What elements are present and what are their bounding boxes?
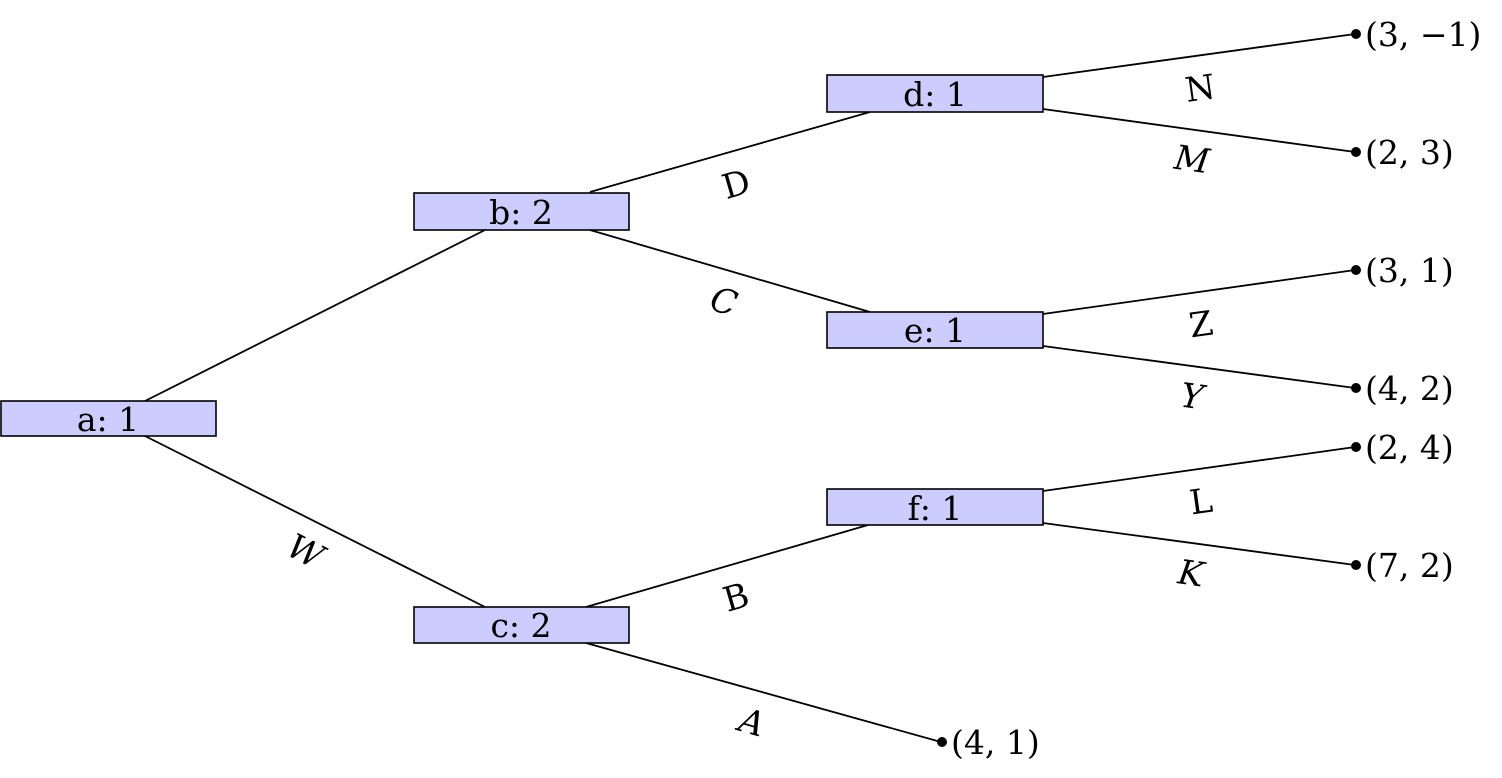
edge-b-d — [589, 111, 871, 193]
edge-label-a: A — [732, 700, 770, 746]
payoff-label: (7, 2) — [1365, 546, 1454, 585]
edge-c-leaf — [585, 642, 942, 743]
payoff-label: (2, 3) — [1365, 133, 1454, 172]
terminal-dot — [1351, 560, 1361, 570]
edge-label-c: C — [706, 279, 742, 325]
payoff-e-y: (4, 2) — [1351, 369, 1454, 408]
edge-label-k: K — [1175, 552, 1209, 596]
payoff-d-n: (3, −1) — [1351, 15, 1481, 54]
terminal-dot — [1351, 383, 1361, 393]
payoff-label: (4, 2) — [1365, 369, 1454, 408]
edge-label-n: N — [1183, 67, 1218, 111]
payoff-label: (3, −1) — [1365, 15, 1481, 54]
node-e-box — [826, 311, 1044, 349]
edge-f-leaf-l — [1042, 446, 1356, 492]
payoff-e-z: (3, 1) — [1351, 251, 1454, 290]
edge-c-f — [585, 524, 869, 608]
node-d-label: d: 1 — [903, 75, 967, 114]
payoff-f-k: (7, 2) — [1351, 546, 1454, 585]
node-b-box — [413, 192, 630, 231]
node-f: f: 1 — [826, 488, 1044, 528]
edge-label-y: Y — [1178, 376, 1209, 419]
edge-label-w: W — [280, 526, 332, 579]
terminal-dot — [1351, 265, 1361, 275]
edge-a-c — [144, 435, 486, 608]
node-c: c: 2 — [413, 606, 630, 645]
edge-label-d: D — [718, 162, 755, 208]
terminal-dot — [937, 737, 947, 747]
edge-label-z: Z — [1187, 304, 1216, 347]
edge-b-e — [589, 229, 871, 313]
node-f-box — [826, 488, 1044, 526]
payoff-c-a: (4, 1) — [937, 723, 1040, 762]
node-a-label: a: 1 — [77, 400, 139, 439]
edge-e-leaf-z — [1042, 269, 1356, 315]
edge-a-b — [144, 229, 486, 402]
node-c-box — [413, 606, 630, 644]
payoff-label: (3, 1) — [1365, 251, 1454, 290]
payoff-label: (4, 1) — [951, 723, 1040, 762]
node-e: e: 1 — [826, 311, 1044, 350]
edge-label-m: M — [1171, 138, 1213, 183]
node-a: a: 1 — [0, 400, 217, 439]
terminal-dot — [1351, 147, 1361, 157]
node-f-label: f: 1 — [908, 489, 963, 528]
edge-d-leaf-n — [1042, 33, 1356, 78]
node-b: b: 2 — [413, 192, 630, 232]
edge-e-leaf-y — [1042, 345, 1356, 389]
terminal-dot — [1351, 29, 1361, 39]
edge-label-l: L — [1187, 481, 1215, 524]
terminal-dot — [1351, 442, 1361, 452]
node-d-box — [826, 74, 1044, 113]
edge-f-leaf-k — [1042, 522, 1356, 566]
payoff-f-l: (2, 4) — [1351, 428, 1454, 467]
node-b-label: b: 2 — [489, 193, 553, 232]
edge-label-b: B — [719, 575, 754, 620]
node-a-box — [0, 400, 217, 437]
edge-d-leaf-m — [1042, 108, 1356, 153]
payoff-label: (2, 4) — [1365, 428, 1454, 467]
node-c-label: c: 2 — [490, 606, 551, 645]
payoff-d-m: (2, 3) — [1351, 133, 1454, 172]
node-d: d: 1 — [826, 74, 1044, 114]
node-e-label: e: 1 — [904, 311, 966, 350]
